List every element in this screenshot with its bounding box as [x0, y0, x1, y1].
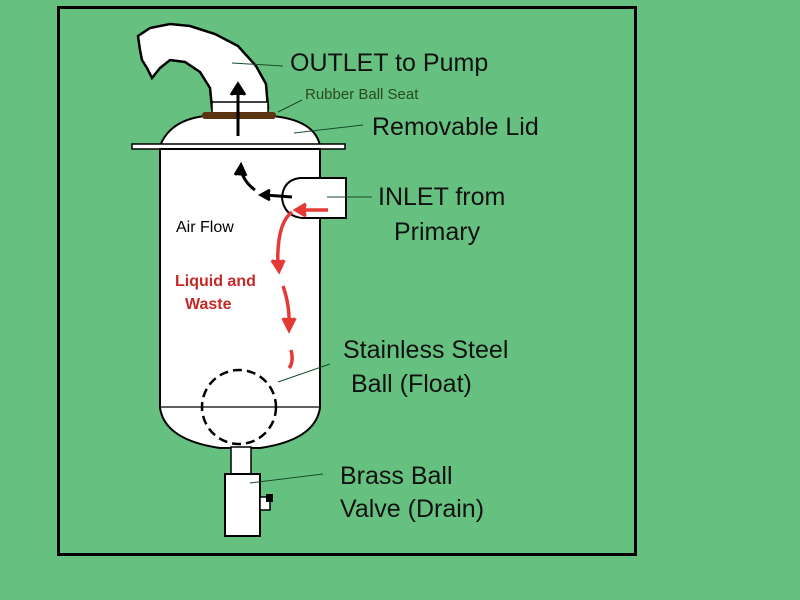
tank-body — [159, 148, 321, 449]
valve-label-line1: Brass Ball — [340, 462, 453, 490]
liquid-flow-arrow — [270, 202, 328, 370]
drain-valve-handle-tip — [266, 494, 273, 502]
float-ball — [200, 368, 278, 446]
rubber-seat-label: Rubber Ball Seat — [305, 86, 419, 103]
air-flow-label: Air Flow — [176, 219, 234, 236]
drain-neck — [230, 446, 252, 476]
liquid-label-line2: Waste — [185, 296, 232, 313]
valve-label-line2: Valve (Drain) — [340, 495, 485, 523]
diagram-frame — [57, 6, 637, 556]
outlet-label: OUTLET to Pump — [290, 49, 489, 77]
ball-label-line2: Ball (Float) — [351, 370, 472, 398]
liquid-label-line1: Liquid and — [175, 273, 256, 290]
inlet-label-line1: INLET from — [378, 183, 506, 211]
ball-label-line1: Stainless Steel — [343, 336, 509, 364]
lid-label: Removable Lid — [372, 113, 539, 141]
air-flow-arrow — [229, 81, 293, 202]
inlet-label-line2: Primary — [394, 218, 481, 246]
drain-valve-handle — [259, 496, 271, 511]
drain-valve-body — [224, 473, 261, 537]
outlet-pipe — [136, 22, 270, 110]
removable-lid — [158, 115, 322, 147]
leader-lines — [231, 62, 372, 484]
